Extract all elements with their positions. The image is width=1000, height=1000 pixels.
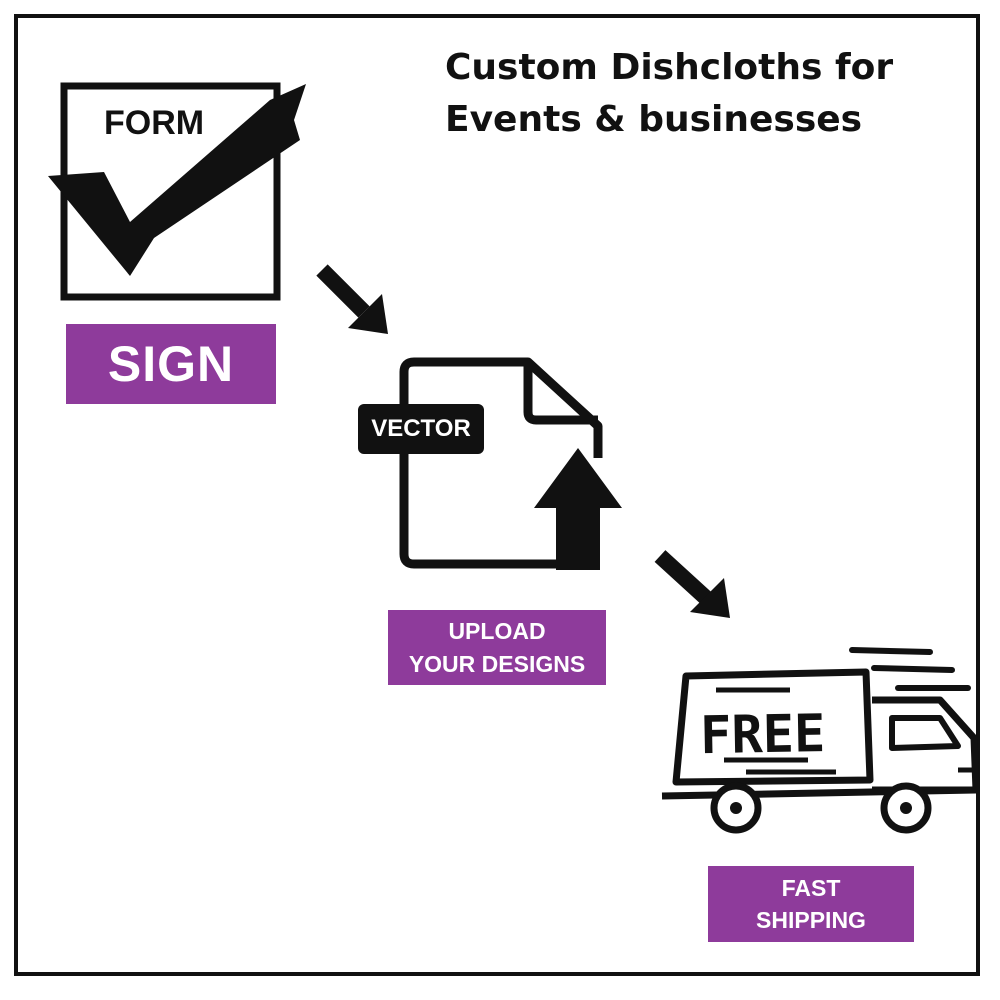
upload-label-line-2: YOUR DESIGNS bbox=[408, 650, 586, 677]
vector-tag: VECTOR bbox=[358, 404, 484, 454]
title-line-2: Events & businesses bbox=[445, 99, 863, 140]
diagram-frame bbox=[14, 14, 980, 976]
title-line-1: Custom Dishcloths for bbox=[445, 47, 894, 88]
sign-label-text: SIGN bbox=[107, 336, 235, 392]
upload-label: UPLOAD YOUR DESIGNS bbox=[388, 610, 606, 685]
sign-label: SIGN bbox=[66, 324, 276, 404]
upload-label-line-1: UPLOAD bbox=[448, 617, 546, 644]
shipping-label: FAST SHIPPING bbox=[708, 866, 914, 942]
form-label: FORM bbox=[104, 104, 205, 142]
shipping-label-line-1: FAST bbox=[781, 875, 841, 901]
free-text: FREE bbox=[700, 704, 826, 766]
shipping-label-line-2: SHIPPING bbox=[756, 907, 866, 933]
page-title: Custom Dishcloths for Events & businesse… bbox=[445, 42, 965, 146]
